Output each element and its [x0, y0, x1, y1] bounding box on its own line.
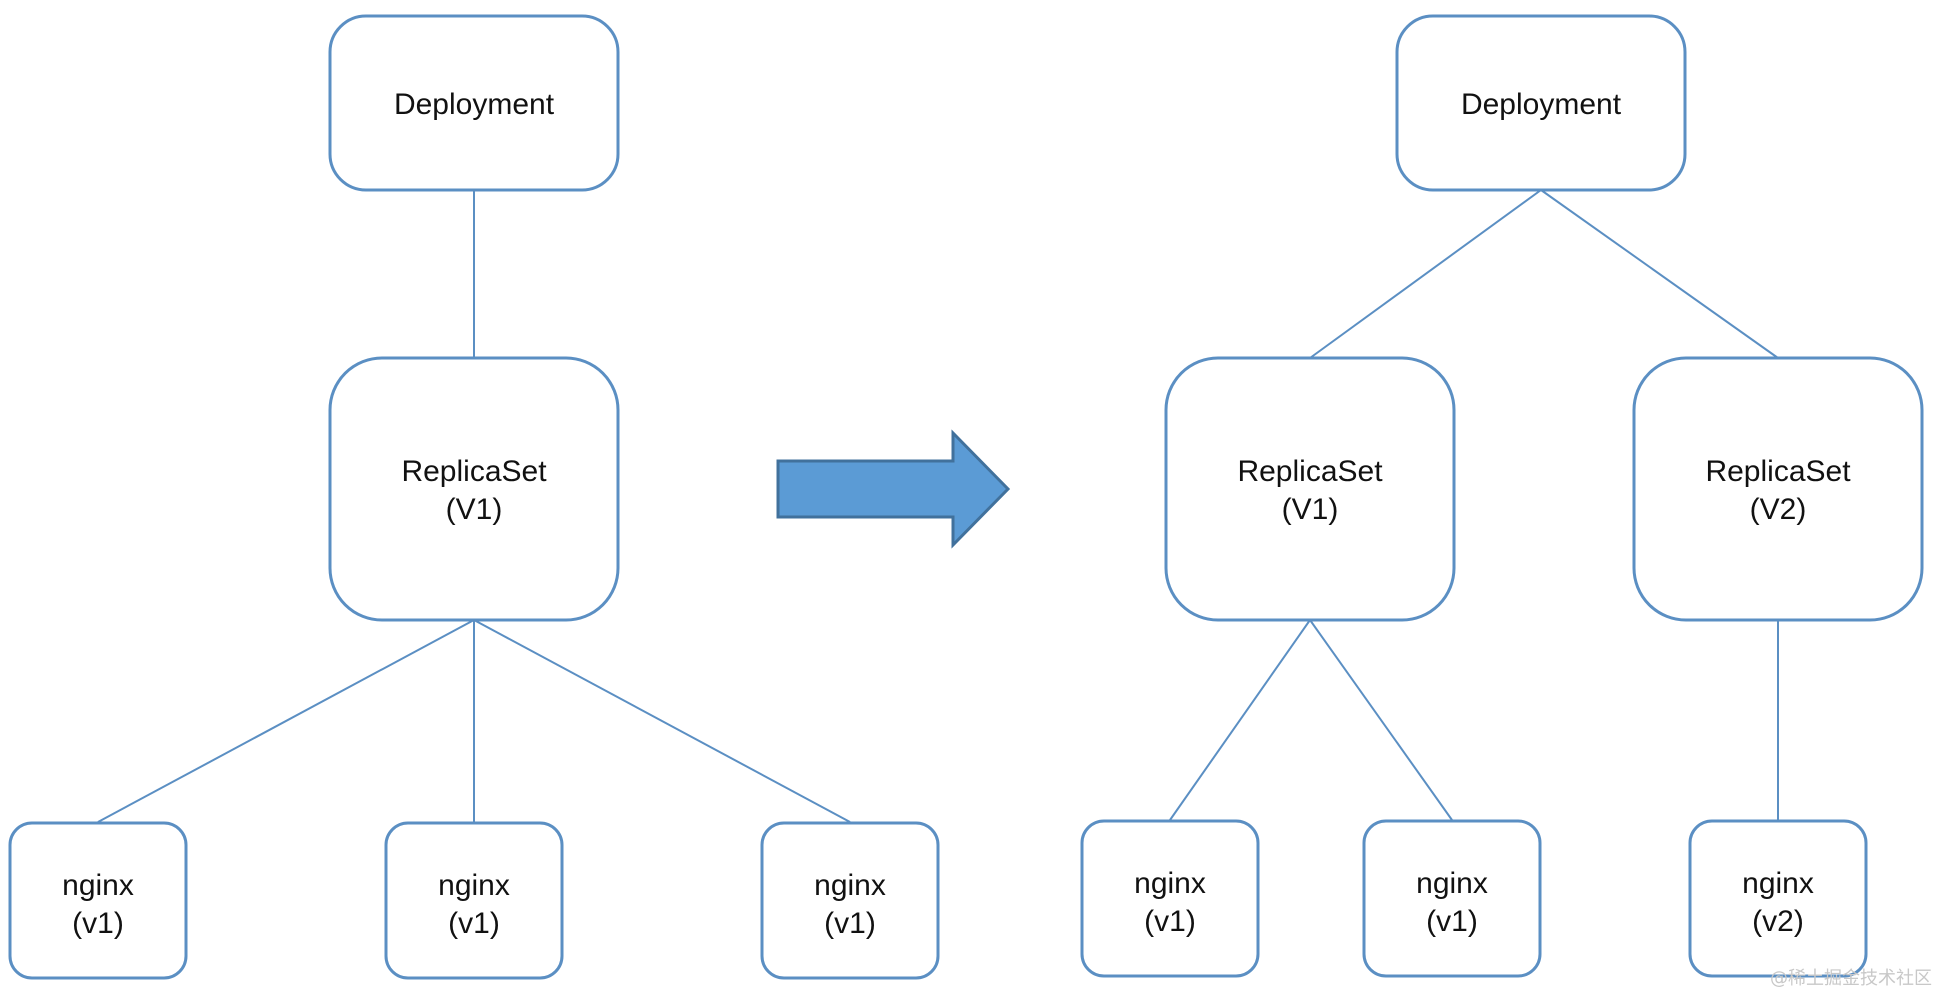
- replicaset-name: ReplicaSet: [1237, 455, 1383, 488]
- transition-arrow-icon: [776, 429, 1011, 549]
- pod-version: (v1): [448, 907, 500, 940]
- pod-version: (v1): [824, 907, 876, 940]
- pod-version: (v1): [1426, 905, 1478, 938]
- replicaset-version: (V1): [1282, 493, 1339, 526]
- edge-deployment-replicaset-v1: [1309, 189, 1542, 359]
- replicaset-version: (V1): [446, 493, 503, 526]
- replicaset-name: ReplicaSet: [401, 455, 547, 488]
- pod-node: nginx (v2): [1688, 819, 1868, 978]
- pod-version: (v1): [72, 907, 124, 940]
- pod-name: nginx: [1416, 867, 1488, 900]
- pod-node: nginx (v1): [1362, 819, 1542, 978]
- after-tree: Deployment ReplicaSet (V1) ReplicaSet (V…: [1080, 14, 1924, 978]
- pod-node: nginx (v1): [1080, 819, 1260, 978]
- pod-node: nginx (v1): [8, 821, 188, 980]
- deployment-node: Deployment: [1395, 14, 1687, 192]
- deployment-node: Deployment: [328, 14, 620, 192]
- pod-name: nginx: [62, 869, 134, 902]
- pod-version: (v1): [1144, 905, 1196, 938]
- deployment-label: Deployment: [394, 88, 555, 121]
- deployment-label: Deployment: [1461, 88, 1622, 121]
- pod-node: nginx (v1): [384, 821, 564, 980]
- edge-replicaset-pod-3: [473, 619, 851, 823]
- replicaset-name: ReplicaSet: [1705, 455, 1851, 488]
- pod-name: nginx: [814, 869, 886, 902]
- replicaset-node: ReplicaSet (V1): [1164, 356, 1456, 622]
- pod-name: nginx: [1742, 867, 1814, 900]
- edge-replicaset-v1-pod-1: [1169, 619, 1311, 821]
- pod-name: nginx: [438, 869, 510, 902]
- replicaset-node: ReplicaSet (V1): [328, 356, 620, 622]
- before-tree: Deployment ReplicaSet (V1) nginx (v1) ng…: [8, 14, 940, 980]
- edge-replicaset-pod-1: [97, 619, 475, 823]
- watermark: @稀土掘金技术社区: [1770, 968, 1932, 989]
- edge-replicaset-v1-pod-2: [1309, 619, 1453, 821]
- pod-version: (v2): [1752, 905, 1804, 938]
- pod-node: nginx (v1): [760, 821, 940, 980]
- replicaset-node: ReplicaSet (V2): [1632, 356, 1924, 622]
- pod-name: nginx: [1134, 867, 1206, 900]
- replicaset-version: (V2): [1750, 493, 1807, 526]
- edge-deployment-replicaset-v2: [1540, 189, 1779, 359]
